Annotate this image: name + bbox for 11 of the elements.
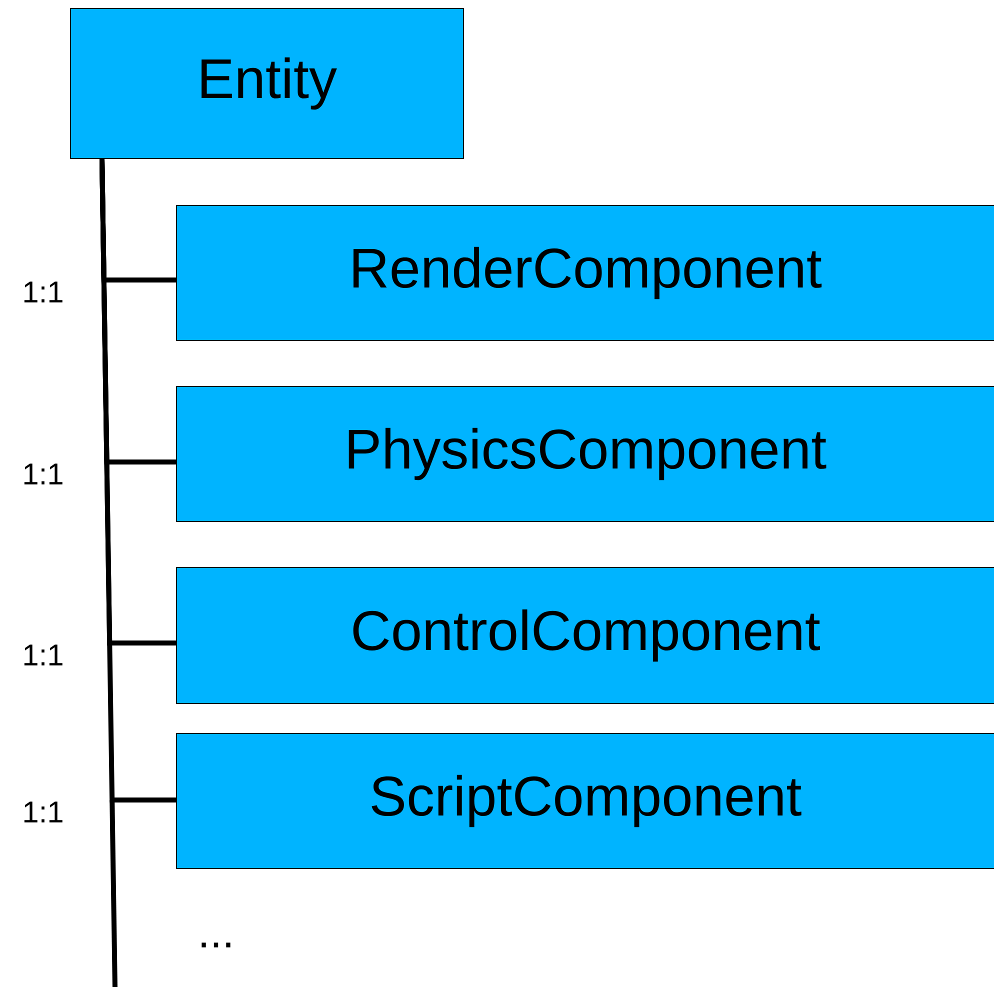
entity-box: Entity <box>70 8 464 159</box>
connector-line <box>100 158 176 802</box>
edge-label: 1:1 <box>24 282 62 302</box>
component-box: PhysicsComponent <box>176 386 994 522</box>
component-box: ControlComponent <box>176 567 994 704</box>
ellipsis-label: ... <box>202 942 230 948</box>
edge-label: 1:1 <box>24 802 62 822</box>
component-box: RenderComponent <box>176 205 994 341</box>
edge-label: 1:1 <box>24 644 62 666</box>
component-box: ScriptComponent <box>176 733 994 869</box>
edge-label: 1:1 <box>24 464 62 484</box>
